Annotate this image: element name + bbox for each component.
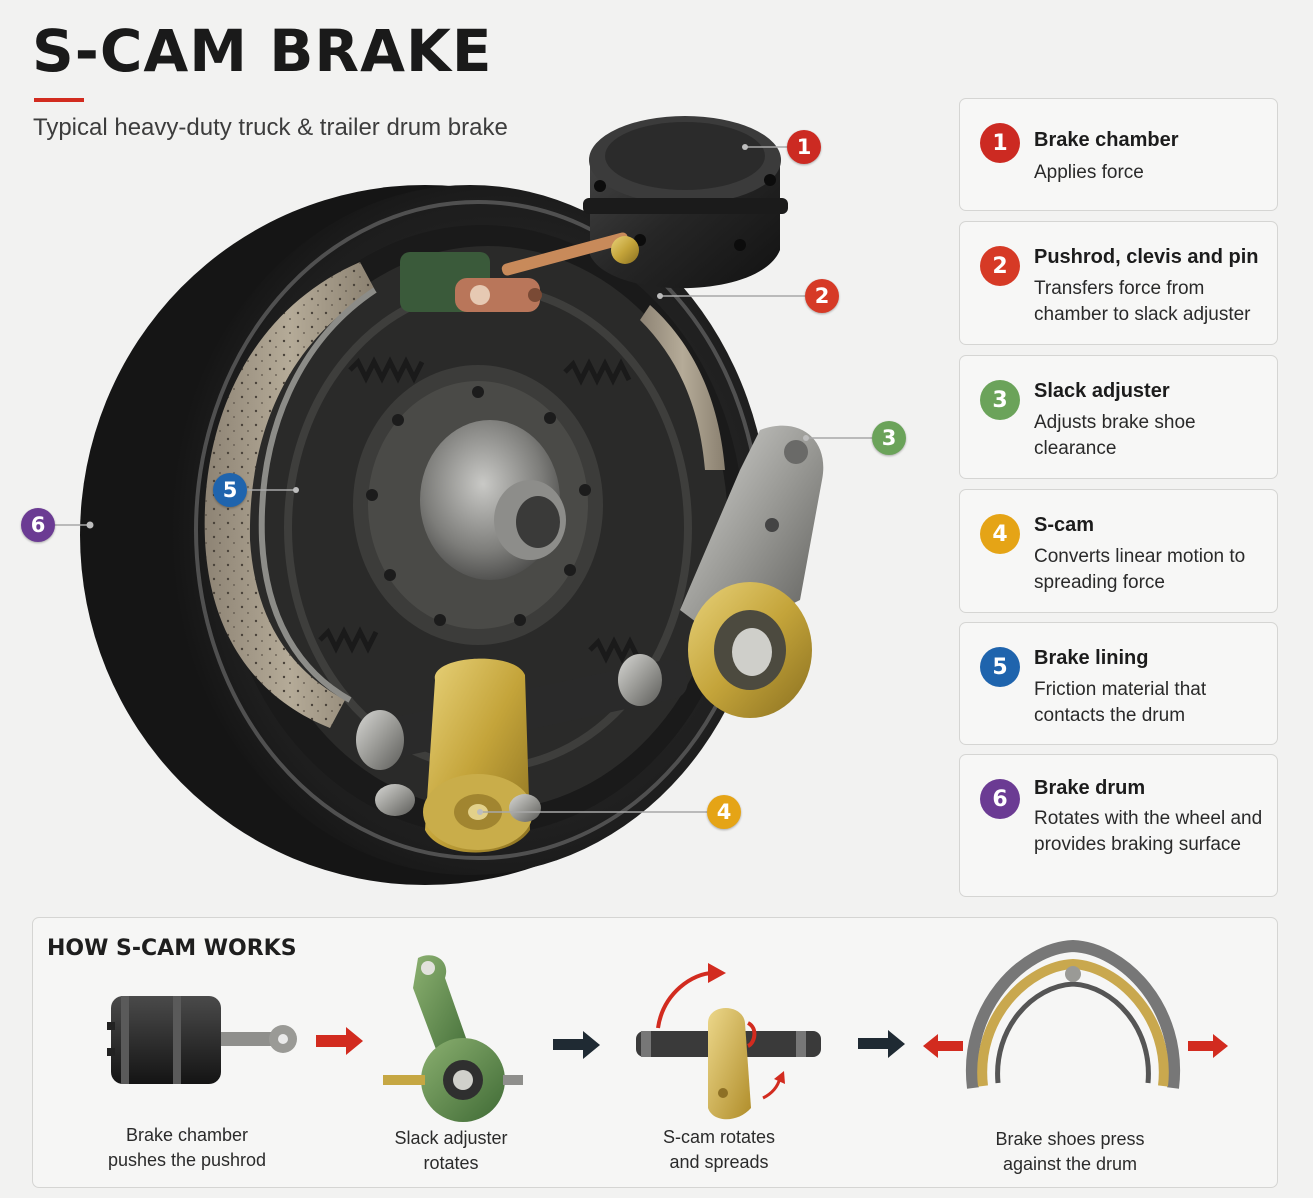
legend-name: S-cam: [1034, 514, 1095, 536]
arrow-right-red: [1188, 1034, 1228, 1058]
legend-name: Pushrod, clevis and pin: [1034, 246, 1259, 268]
legend-desc: Friction material that contacts the drum: [1034, 679, 1207, 726]
page-title: S-CAM BRAKE: [32, 17, 493, 85]
left-shoe-web: [258, 287, 377, 703]
legend-badge-1: 1: [980, 123, 1020, 163]
legend-badge-4: 4: [980, 514, 1020, 554]
arrow-left-red: [923, 1034, 963, 1058]
right-brake-lining: [640, 305, 725, 470]
how-it-works-panel: HOW S-CAM WORKS: [32, 917, 1278, 1188]
callout-4: 4: [707, 795, 741, 829]
legend-name: Brake chamber: [1034, 129, 1179, 151]
step-1-caption: Brake chamber pushes the pushrod: [107, 1125, 267, 1170]
legend-card-pushrod: 2 Pushrod, clevis and pin Transfers forc…: [959, 221, 1278, 345]
arrow-dark-1: [553, 1031, 600, 1059]
how-it-works-illustrations: [107, 939, 1228, 1122]
step-2-caption: Slack adjuster rotates: [394, 1128, 508, 1173]
legend-badge-6: 6: [980, 779, 1020, 819]
arrow-dark-2: [858, 1030, 905, 1058]
legend-name: Brake drum: [1034, 777, 1146, 799]
arrow-red-1: [316, 1027, 363, 1055]
leader-dots: [86, 144, 809, 815]
step-3-s-cam-icon: [636, 963, 821, 1120]
step-4-brake-shoes-icon: [965, 939, 1181, 1089]
page-subtitle: Typical heavy-duty truck & trailer drum …: [33, 114, 508, 141]
callout-6: 6: [21, 508, 55, 542]
title-underline: [34, 98, 84, 102]
callout-2: 2: [805, 279, 839, 313]
legend-card-s-cam: 4 S-cam Converts linear motion to spread…: [959, 489, 1278, 613]
leader-lines: [55, 146, 872, 813]
callout-1: 1: [787, 130, 821, 164]
legend-desc: Transfers force from chamber to slack ad…: [1034, 278, 1251, 325]
legend-desc: Rotates with the wheel and provides brak…: [1034, 808, 1263, 855]
step-1-chamber-icon: [107, 996, 297, 1084]
callout-5: 5: [213, 473, 247, 507]
legend-card-brake-drum: 6 Brake drum Rotates with the wheel and …: [959, 754, 1278, 897]
hub-bolts: [366, 386, 591, 626]
legend-card-brake-lining: 5 Brake lining Friction material that co…: [959, 622, 1278, 745]
return-springs: [318, 356, 641, 664]
brake-chamber-part: [583, 116, 788, 289]
step-2-slack-adjuster-icon: [383, 955, 523, 1122]
legend-desc: Converts linear motion to spreading forc…: [1034, 546, 1246, 593]
how-it-works-title: HOW S-CAM WORKS: [47, 936, 297, 961]
legend-badge-2: 2: [980, 246, 1020, 286]
step-3-caption: S-cam rotates and spreads: [662, 1127, 776, 1172]
legend-desc: Adjusts brake shoe clearance: [1034, 412, 1196, 459]
legend-card-brake-chamber: 1 Brake chamber Applies force: [959, 98, 1278, 211]
slack-adjuster-part: [680, 425, 824, 718]
legend-name: Slack adjuster: [1034, 380, 1170, 402]
legend-desc: Applies force: [1034, 162, 1144, 183]
pushrod-part: [455, 232, 639, 312]
legend-name: Brake lining: [1034, 647, 1149, 669]
callout-3: 3: [872, 421, 906, 455]
legend-badge-5: 5: [980, 647, 1020, 687]
legend-badge-3: 3: [980, 380, 1020, 420]
legend-card-slack-adjuster: 3 Slack adjuster Adjusts brake shoe clea…: [959, 355, 1278, 479]
step-4-caption: Brake shoes press against the drum: [995, 1129, 1145, 1174]
